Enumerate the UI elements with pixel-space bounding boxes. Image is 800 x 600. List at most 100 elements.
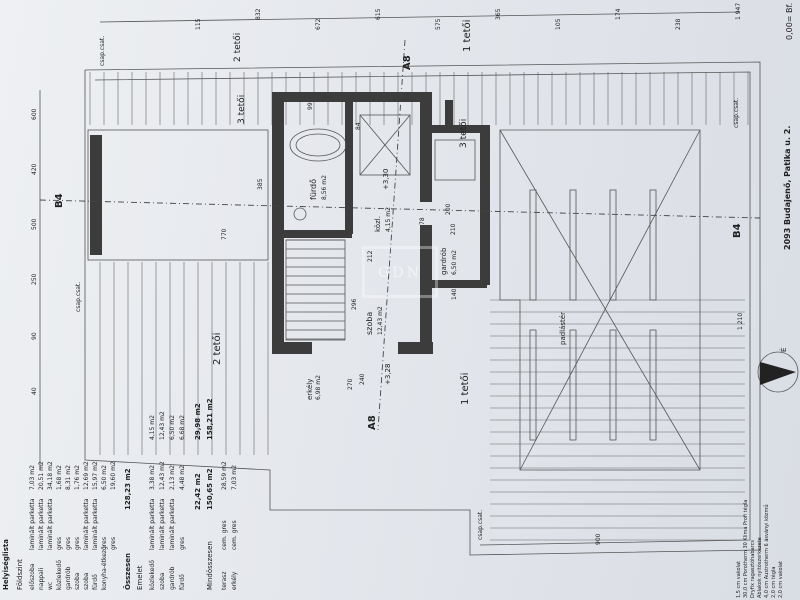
legend-floor-name-0: előszoba bbox=[29, 563, 36, 590]
legend-floor-finish-5: gres bbox=[74, 537, 81, 550]
legend-upper-name-3: fürdő bbox=[179, 574, 186, 590]
dimension-inner-9: 140 bbox=[451, 288, 458, 300]
stairs bbox=[285, 239, 346, 341]
legend-floor-name-4: gardrób bbox=[65, 566, 72, 590]
dimension-top-8: 832 bbox=[255, 8, 262, 20]
legend-floor-area-2: 34,18 m2 bbox=[47, 461, 54, 490]
legend-note-6: 2,0 cm vakolat bbox=[778, 561, 784, 598]
north-label: É bbox=[779, 348, 788, 352]
legend-floor-area-4: 8,31 m2 bbox=[65, 465, 72, 490]
legend-extra-finish-0: cem. gres bbox=[221, 520, 228, 550]
legend-note-0: 1,5 cm vakolat bbox=[736, 561, 742, 598]
room-area-room: 12,43 m2 bbox=[377, 306, 384, 335]
dimension-left-3: 250 bbox=[31, 273, 38, 285]
legend-title: Helyiséglista bbox=[2, 539, 10, 590]
room-area-bath: 8,56 m2 bbox=[321, 175, 328, 200]
room-label-room: szoba bbox=[365, 312, 374, 335]
dimension-inner-5: 84 bbox=[355, 122, 362, 130]
scale-label: 0,00= Bf. 236 bbox=[785, 0, 794, 40]
dimension-left-2: 500 bbox=[31, 218, 38, 230]
dimension-inner-6: 99 bbox=[307, 102, 314, 110]
room-area-hall: 4,15 m2 bbox=[385, 207, 392, 232]
legend-floor-name-1: nappali bbox=[38, 568, 45, 590]
dimension-inner-0: 296 bbox=[351, 298, 358, 310]
room-schedule: Helyiséglista Földszint előszoba laminált… bbox=[2, 398, 784, 598]
legend-floor-finish-3: gres bbox=[56, 537, 63, 550]
legend-floor-finish-6: laminált parketta bbox=[83, 498, 90, 550]
legend-upper-name-0: közlekedő bbox=[149, 560, 156, 590]
legend-floor-name-3: közlekedő bbox=[56, 560, 63, 590]
section-label-top-center: 2 tetői bbox=[233, 33, 243, 62]
legend-floor-finish-0: laminált parketta bbox=[29, 498, 36, 550]
dimension-inner-2: 270 bbox=[347, 378, 354, 390]
legend-upper-area2-2: 6,50 m2 bbox=[169, 415, 176, 440]
section-b-left: B4 bbox=[54, 193, 65, 208]
dimension-inner-8: 770 bbox=[221, 228, 228, 240]
roof-outline bbox=[84, 61, 761, 556]
legend-floor-name-8: konyha-étkező bbox=[101, 546, 108, 590]
address-label: 2093 Budajenő, Patika u. 2. bbox=[783, 126, 792, 250]
dimension-top-3: 105 bbox=[555, 18, 562, 30]
dimension-top-6: 615 bbox=[375, 8, 382, 20]
legend-upper-area-2: 2,13 m2 bbox=[169, 465, 176, 490]
section-label-inner-right: 3 tetői bbox=[459, 119, 469, 148]
legend-upper-finish-3: gres bbox=[179, 537, 186, 550]
room-label-attic: padlástér bbox=[559, 312, 567, 345]
section-label-top-right: 1 tetői bbox=[461, 20, 473, 52]
dimension-left-5: 40 bbox=[31, 387, 38, 395]
level-mark-1: +3,30 bbox=[382, 169, 390, 190]
legend-upper-area2-0: 4,15 m2 bbox=[149, 415, 156, 440]
note-drain-2: csap.csat. bbox=[733, 98, 740, 128]
legend-extra-area-0: 28,59 m2 bbox=[221, 461, 228, 490]
note-drain-4: csap.csat. bbox=[477, 510, 484, 540]
section-label-inner-left: 3 tetői bbox=[237, 95, 247, 124]
legend-extra-finish-1: cem. gres bbox=[231, 520, 238, 550]
dimension-top-2: 174 bbox=[615, 8, 622, 20]
legend-note-2: Dryfix ragasztóhabarcs bbox=[749, 540, 756, 598]
legend-upper-finish-0: laminált parketta bbox=[149, 498, 156, 550]
dimension-inner-1: 240 bbox=[359, 373, 366, 385]
legend-upper-area-1: 12,43 m2 bbox=[159, 461, 166, 490]
legend-floor-area-8: 6,50 m2 bbox=[101, 465, 108, 490]
legend-upper-sum: 22,42 m2 bbox=[194, 473, 202, 510]
legend-floor-area-6: 12,69 m2 bbox=[83, 461, 90, 490]
section-line-b bbox=[39, 199, 761, 219]
dimension-inner-3: 385 bbox=[257, 178, 264, 190]
legend-floor-area-7: 15,97 m2 bbox=[92, 461, 99, 490]
dimension-top-7: 672 bbox=[315, 18, 322, 30]
room-area-wardrobe: 6,50 m2 bbox=[451, 250, 458, 275]
roof-tiles-bottom bbox=[99, 262, 745, 541]
legend-upper-sum2: 29,98 m2 bbox=[194, 403, 202, 440]
north-arrow-icon bbox=[757, 351, 799, 393]
section-a-bottom: A8 bbox=[367, 415, 378, 430]
dimension-inner-13: 900 bbox=[595, 533, 602, 545]
dimension-top-0: 1 947 bbox=[735, 3, 742, 20]
section-b-right: B4 bbox=[732, 223, 743, 238]
legend-floor-finish-9: gres bbox=[110, 537, 117, 550]
legend-sum-label: Összesen bbox=[123, 553, 132, 590]
legend-extra-name-1: erkély bbox=[231, 571, 238, 590]
section-line-a bbox=[377, 39, 406, 431]
legend-note-3: Ablakok nyitószerkezete bbox=[756, 537, 763, 598]
dimension-left-1: 420 bbox=[31, 163, 38, 175]
dimension-inner-11: 200 bbox=[445, 203, 452, 215]
legend-floor-area-5: 1,76 m2 bbox=[74, 465, 81, 490]
legend-floor-header: Földszint bbox=[16, 559, 24, 590]
section-label-right-mid: 1 tetői bbox=[459, 373, 471, 405]
bath-fixtures bbox=[289, 114, 476, 221]
dimension-left-4: 90 bbox=[31, 332, 38, 340]
legend-upper-area2-1: 12,43 m2 bbox=[159, 411, 166, 440]
legend-grand-value2: 158,21 m2 bbox=[206, 398, 214, 440]
legend-upper-area-0: 3,38 m2 bbox=[149, 465, 156, 490]
legend-upper-name-2: gardrób bbox=[169, 566, 176, 590]
legend-floor-area-3: 1,68 m2 bbox=[56, 465, 63, 490]
left-attic bbox=[87, 129, 269, 261]
legend-floor-area-0: 7,03 m2 bbox=[29, 465, 36, 490]
dimension-inner-10: 210 bbox=[450, 223, 457, 235]
legend-note-5: 2,0 cm tégla bbox=[770, 567, 777, 598]
room-area-balcony: 6,98 m2 bbox=[315, 375, 322, 400]
watermark-logo-icon bbox=[362, 246, 438, 298]
